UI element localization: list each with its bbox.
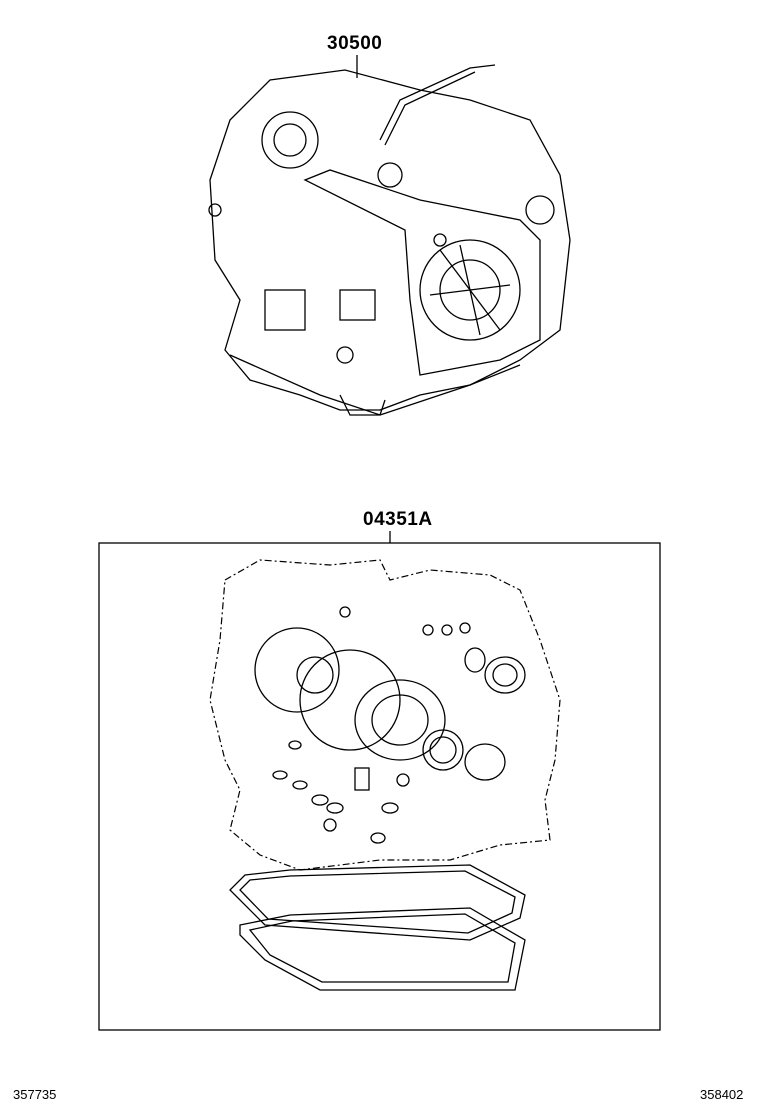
illustration-ref-left: 357735 (13, 1087, 57, 1102)
gasket-kit-illustration (98, 531, 661, 1031)
part-number-label[interactable]: 30500 (327, 33, 383, 54)
transmission-assembly-illustration (208, 55, 571, 416)
illustration-ref-right: 358402 (700, 1087, 744, 1102)
part-number-label[interactable]: 04351A (363, 509, 433, 530)
